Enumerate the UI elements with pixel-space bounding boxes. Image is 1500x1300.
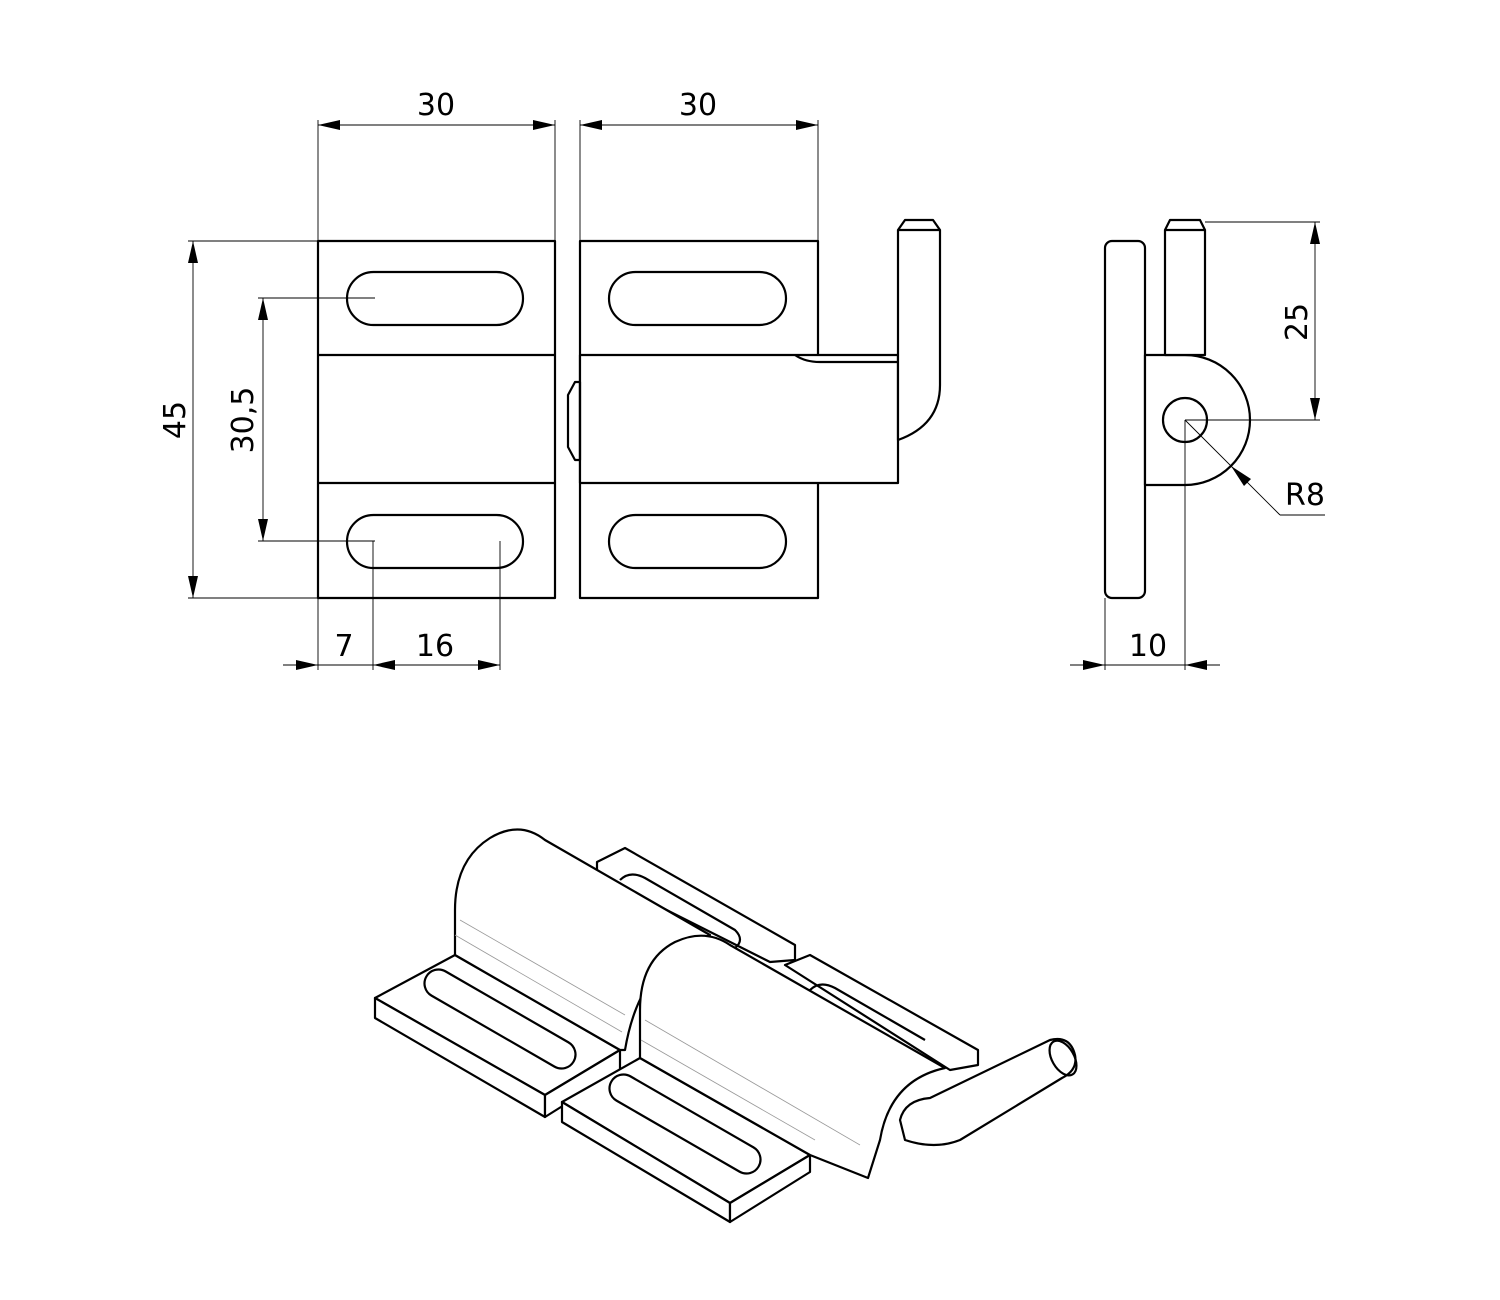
leaf-edge [1103,239,1147,600]
left-leaf [316,239,557,600]
slot [345,513,525,570]
slot [345,270,525,327]
dim-offset: 10 [1129,629,1167,664]
pin-side [1163,218,1207,357]
dim-slot-length: 16 [416,629,454,664]
dim-radius: R8 [1285,478,1325,513]
isometric-view [373,828,1078,1224]
dim-slot-offset: 7 [334,629,353,664]
front-view: 30 30 45 30,5 7 16 [158,88,942,670]
dim-width-right: 30 [679,88,717,123]
dim-width-left: 30 [417,88,455,123]
dim-height: 45 [158,401,193,439]
slot-iso [423,968,577,1070]
slot-iso [608,1073,762,1175]
pin [896,218,942,442]
slot [607,270,788,327]
dim-slot-spacing: 30,5 [226,387,261,454]
side-view: 25 R8 10 [1070,218,1325,670]
slot [607,513,788,570]
dim-pin-height: 25 [1280,303,1315,341]
knuckle [578,353,900,485]
right-knuckle-iso [638,934,947,1180]
left-knuckle-iso [453,828,712,1052]
